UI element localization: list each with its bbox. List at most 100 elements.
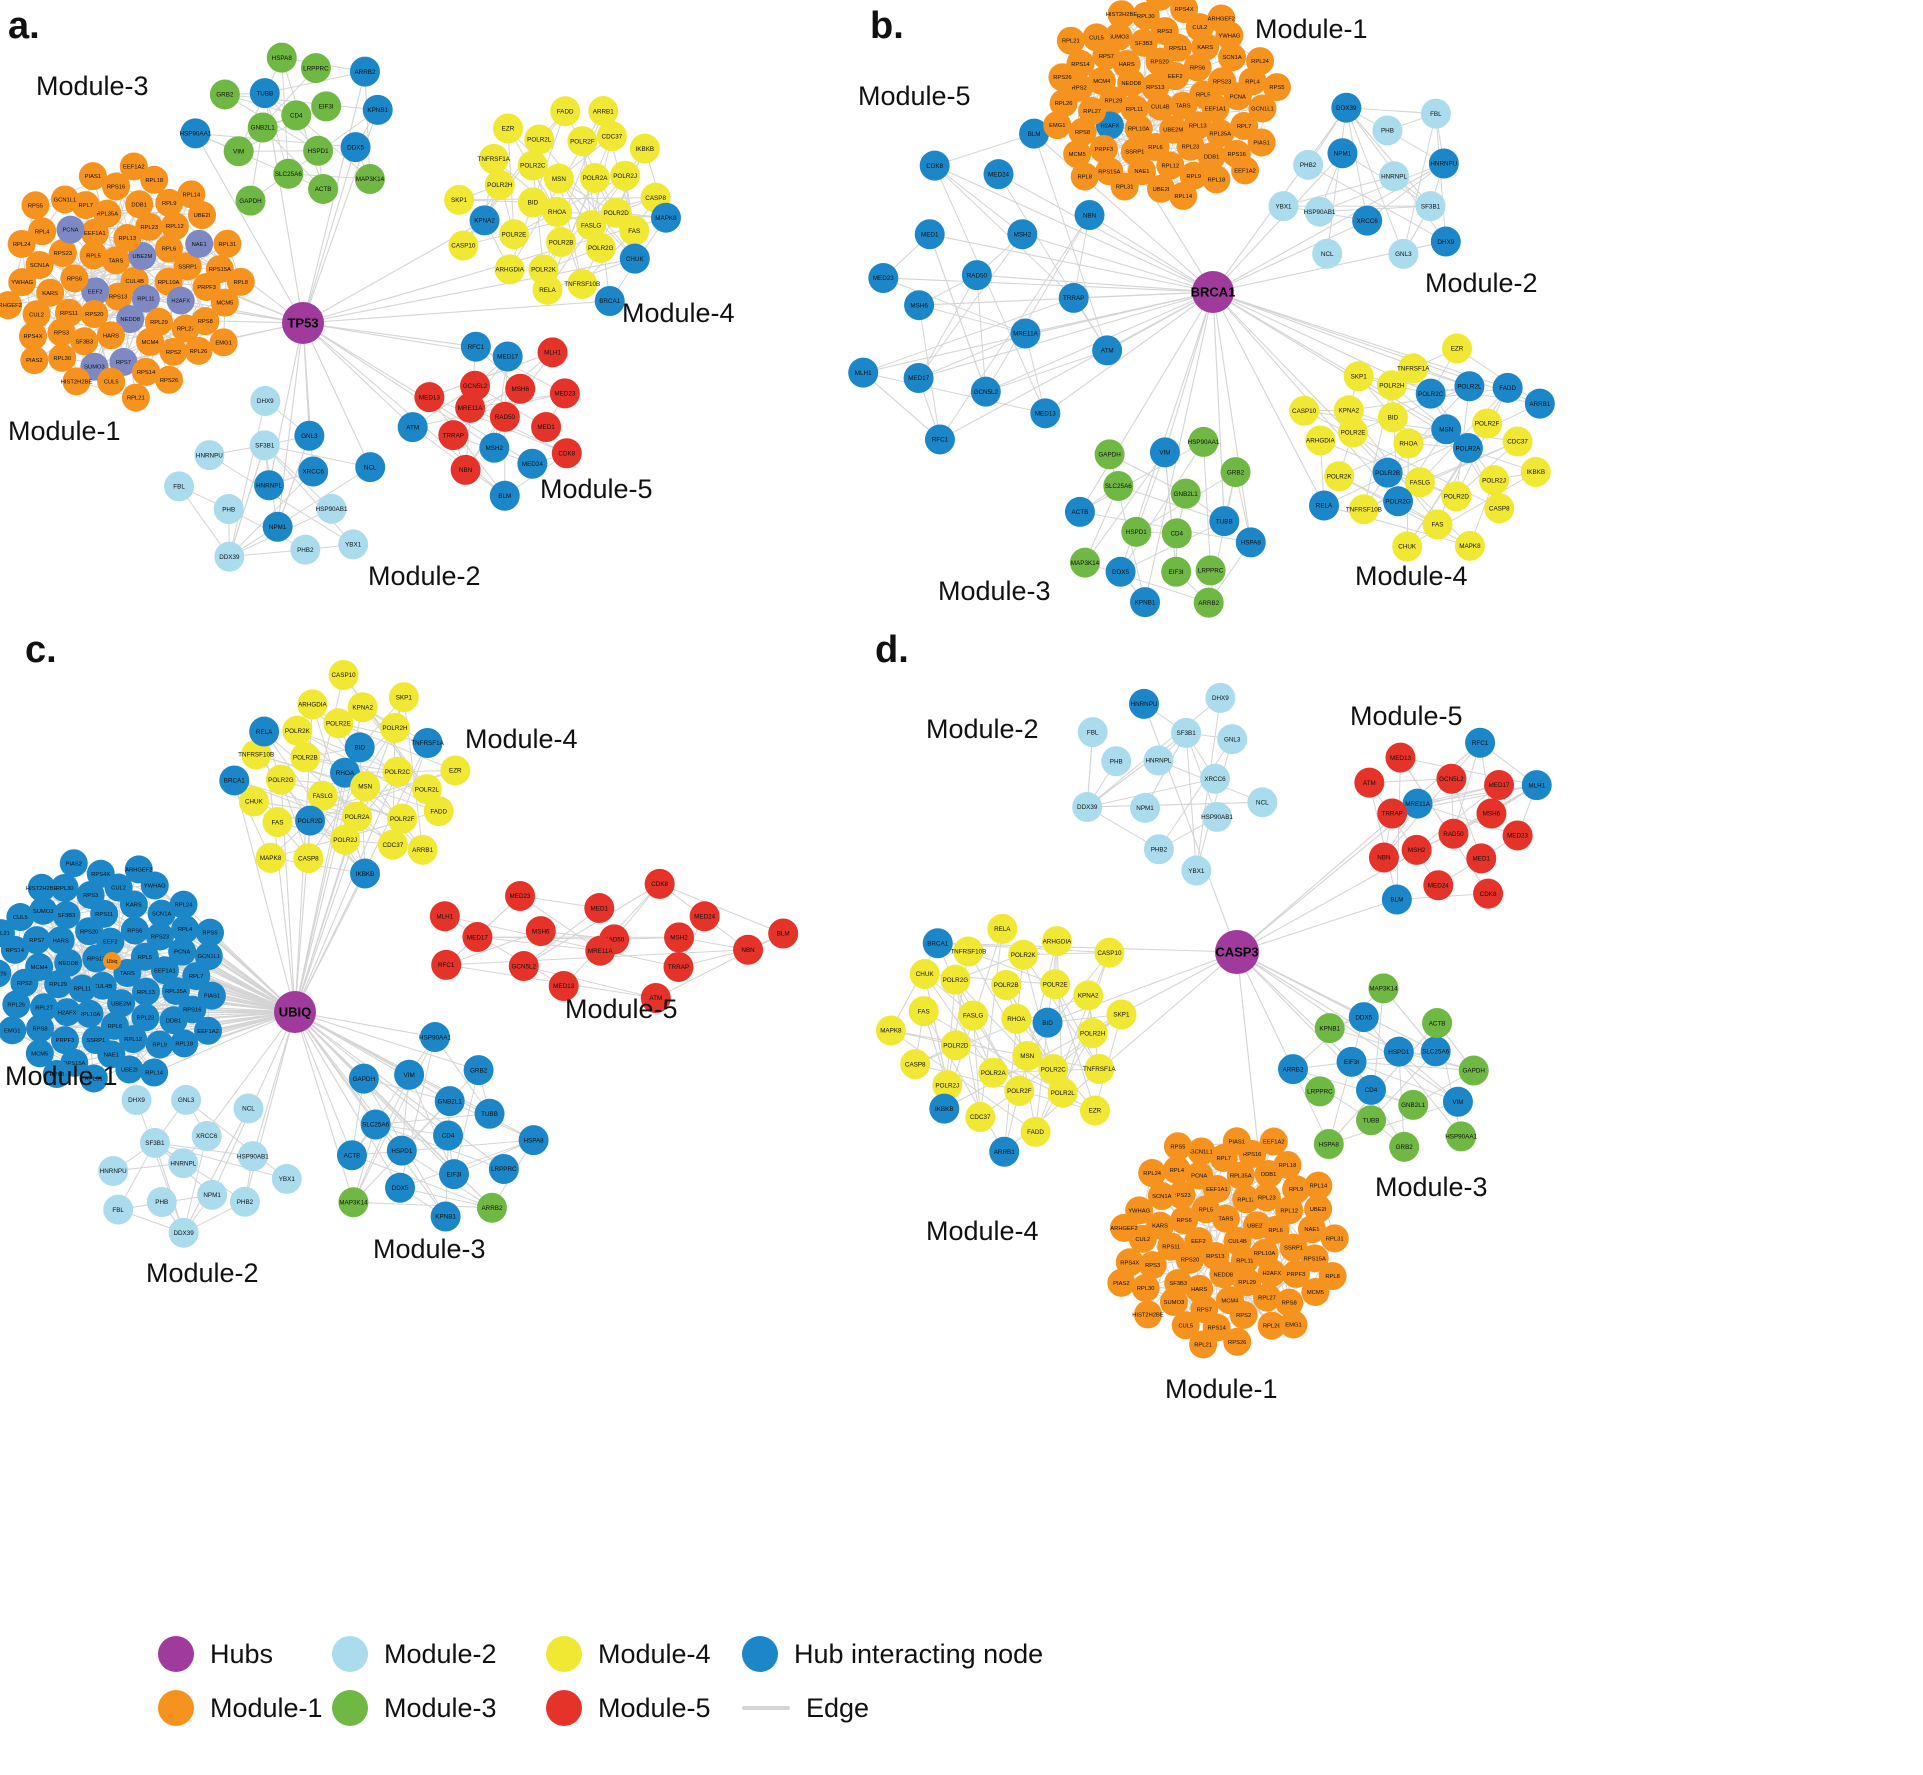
node-MED23[interactable]: MED23 bbox=[1502, 820, 1533, 851]
node-TRRAP[interactable]: TRRAP bbox=[1058, 282, 1089, 313]
node-GAPDH[interactable]: GAPDH bbox=[235, 185, 266, 216]
node-GAPDH[interactable]: GAPDH bbox=[1094, 439, 1125, 470]
node-RPL31[interactable]: RPL31 bbox=[1320, 1224, 1349, 1253]
node-CDK8[interactable]: CDK8 bbox=[1473, 878, 1504, 909]
node-RPL21[interactable]: RPL21 bbox=[121, 383, 150, 412]
node-HNRNPU[interactable]: HNRNPU bbox=[98, 1155, 129, 1186]
node-RPL18[interactable]: RPL18 bbox=[1273, 1150, 1302, 1179]
node-XRCC6[interactable]: XRCC6 bbox=[298, 456, 329, 487]
node-POLR2C[interactable]: POLR2C bbox=[1415, 378, 1446, 409]
node-MAP3K14[interactable]: MAP3K14 bbox=[338, 1187, 369, 1218]
node-HSP90AA1[interactable]: HSP90AA1 bbox=[419, 1022, 451, 1053]
node-POLR2J[interactable]: POLR2J bbox=[610, 160, 641, 191]
node-HSPA8[interactable]: HSPA8 bbox=[1235, 527, 1266, 558]
node-FAS[interactable]: FAS bbox=[1422, 509, 1453, 540]
node-SF3B1[interactable]: SF3B1 bbox=[1415, 191, 1446, 222]
node-RPL18[interactable]: RPL18 bbox=[1202, 165, 1231, 194]
node-GAPDH[interactable]: GAPDH bbox=[1458, 1055, 1489, 1086]
node-GNB2L1[interactable]: GNB2L1 bbox=[1398, 1089, 1429, 1120]
node-RPL9[interactable]: RPL9 bbox=[145, 1030, 174, 1059]
node-SKP1[interactable]: SKP1 bbox=[444, 184, 475, 215]
node-SF3B3[interactable]: SF3B3 bbox=[52, 901, 81, 930]
node-LRPPRC[interactable]: LRPPRC bbox=[488, 1154, 519, 1185]
node-DHX9[interactable]: DHX9 bbox=[1430, 226, 1461, 257]
node-MSH2[interactable]: MSH2 bbox=[479, 432, 510, 463]
node-VIM[interactable]: VIM bbox=[394, 1059, 425, 1090]
node-CDK8[interactable]: CDK8 bbox=[644, 868, 675, 899]
node-RPL13[interactable]: RPL13 bbox=[131, 977, 160, 1006]
node-RPL8[interactable]: RPL8 bbox=[1318, 1262, 1347, 1291]
node-DDX5[interactable]: DDX5 bbox=[1348, 1002, 1379, 1033]
node-ARRB1[interactable]: ARRB1 bbox=[588, 96, 619, 127]
node-MSN[interactable]: MSN bbox=[350, 771, 381, 802]
node-FBL[interactable]: FBL bbox=[103, 1194, 134, 1225]
node-RELA[interactable]: RELA bbox=[1309, 490, 1340, 521]
node-MLH1[interactable]: MLH1 bbox=[1521, 770, 1552, 801]
node-RPL31[interactable]: RPL31 bbox=[1110, 172, 1139, 201]
node-MAPK8[interactable]: MAPK8 bbox=[650, 202, 681, 233]
node-ARRB2[interactable]: ARRB2 bbox=[1193, 587, 1224, 618]
node-TUBB[interactable]: TUBB bbox=[1209, 506, 1240, 537]
node-MRE11A[interactable]: MRE11A bbox=[585, 935, 616, 966]
node-POLR2B[interactable]: POLR2B bbox=[1372, 457, 1403, 488]
node-RPL26[interactable]: RPL26 bbox=[2, 990, 31, 1019]
node-CDC37[interactable]: CDC37 bbox=[377, 829, 408, 860]
node-EMG1[interactable]: EMG1 bbox=[1279, 1310, 1308, 1339]
node-CASP10[interactable]: CASP10 bbox=[1094, 937, 1125, 968]
node-PHB[interactable]: PHB bbox=[1372, 115, 1403, 146]
node-YBX1[interactable]: YBX1 bbox=[1181, 855, 1212, 886]
node-RFC1[interactable]: RFC1 bbox=[460, 331, 491, 362]
node-SLC25A6[interactable]: SLC25A6 bbox=[1420, 1036, 1451, 1067]
node-POLR2H[interactable]: POLR2H bbox=[379, 713, 410, 744]
node-MED1[interactable]: MED1 bbox=[914, 219, 945, 250]
node-NCL[interactable]: NCL bbox=[233, 1093, 264, 1124]
node-ATM[interactable]: ATM bbox=[1092, 335, 1123, 366]
node-HSPD1[interactable]: HSPD1 bbox=[303, 135, 334, 166]
node-MED13[interactable]: MED13 bbox=[1385, 742, 1416, 773]
node-DHX9[interactable]: DHX9 bbox=[250, 386, 281, 417]
node-CUL5[interactable]: CUL5 bbox=[97, 367, 126, 396]
node-GCN5L2[interactable]: GCN5L2 bbox=[460, 370, 491, 401]
node-H2AFX[interactable]: H2AFX bbox=[53, 998, 82, 1027]
node-RPL4[interactable]: RPL4 bbox=[171, 915, 200, 944]
node-IKBKB[interactable]: IKBKB bbox=[1520, 456, 1551, 487]
node-ARHGDIA[interactable]: ARHGDIA bbox=[494, 254, 525, 285]
node-HSP90AA1[interactable]: HSP90AA1 bbox=[1188, 426, 1220, 457]
node-RPL31[interactable]: RPL31 bbox=[213, 229, 242, 258]
node-RPL4[interactable]: RPL4 bbox=[1162, 1156, 1191, 1185]
node-MLH1[interactable]: MLH1 bbox=[848, 357, 879, 388]
node-LRPPRC[interactable]: LRPPRC bbox=[1304, 1076, 1335, 1107]
node-EZR[interactable]: EZR bbox=[492, 113, 523, 144]
node-TRRAP[interactable]: TRRAP bbox=[1377, 798, 1408, 829]
node-POLR2A[interactable]: POLR2A bbox=[580, 163, 611, 194]
node-NPM1[interactable]: NPM1 bbox=[1327, 138, 1358, 169]
node-MAPK8[interactable]: MAPK8 bbox=[255, 842, 286, 873]
node-KPNA2[interactable]: KPNA2 bbox=[1073, 980, 1104, 1011]
node-Ubiq[interactable]: Ubiq bbox=[103, 952, 121, 970]
node-RPS8[interactable]: RPS8 bbox=[26, 1014, 55, 1043]
node-SLC25A6[interactable]: SLC25A6 bbox=[360, 1109, 391, 1140]
node-KPNA2[interactable]: KPNA2 bbox=[347, 692, 378, 723]
node-MED23[interactable]: MED23 bbox=[868, 262, 899, 293]
node-POLR2B[interactable]: POLR2B bbox=[290, 742, 321, 773]
hub-UBIQ[interactable]: UBIQ bbox=[274, 991, 316, 1033]
node-ACTB[interactable]: ACTB bbox=[1422, 1008, 1453, 1039]
node-RELA[interactable]: RELA bbox=[987, 913, 1018, 944]
node-ARRB2[interactable]: ARRB2 bbox=[1278, 1054, 1309, 1085]
node-ARRB1[interactable]: ARRB1 bbox=[989, 1136, 1020, 1167]
node-GRB2[interactable]: GRB2 bbox=[1220, 457, 1251, 488]
node-RAD50[interactable]: RAD50 bbox=[961, 260, 992, 291]
node-POLR2C[interactable]: POLR2C bbox=[382, 756, 413, 787]
node-HNRNPU[interactable]: HNRNPU bbox=[194, 440, 225, 471]
node-CDK8[interactable]: CDK8 bbox=[551, 438, 582, 469]
node-MAP3K14[interactable]: MAP3K14 bbox=[1069, 547, 1100, 578]
node-DDX39[interactable]: DDX39 bbox=[1331, 92, 1362, 123]
node-TNFRSF10B[interactable]: TNFRSF10B bbox=[564, 268, 600, 299]
node-GNB2L1[interactable]: GNB2L1 bbox=[247, 112, 278, 143]
node-MAPK8[interactable]: MAPK8 bbox=[1454, 530, 1485, 561]
node-ACTB[interactable]: ACTB bbox=[336, 1140, 367, 1171]
node-RPS6[interactable]: RPS6 bbox=[1170, 1206, 1199, 1235]
node-CASP10[interactable]: CASP10 bbox=[448, 230, 479, 261]
node-PCNA[interactable]: PCNA bbox=[56, 215, 85, 244]
node-EIF3I[interactable]: EIF3I bbox=[311, 91, 342, 122]
